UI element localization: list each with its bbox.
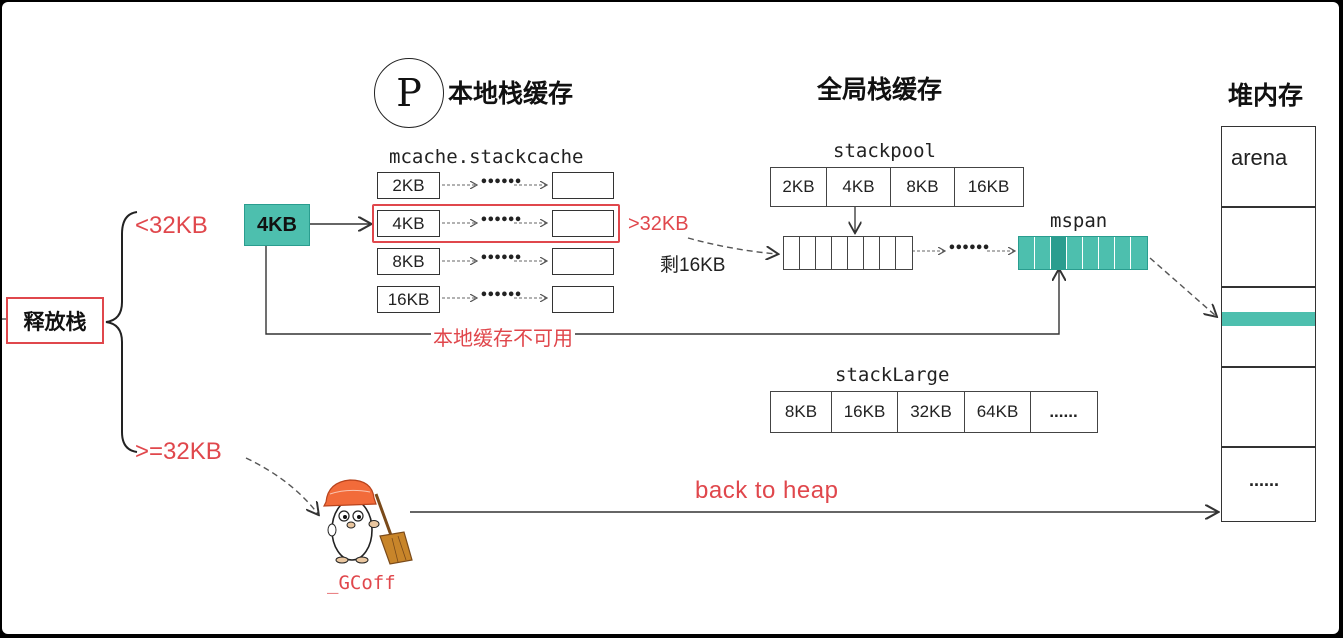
heap-mspan-slot bbox=[1222, 312, 1315, 326]
mcache-dots-1: •••••• bbox=[480, 175, 522, 190]
heap-divider bbox=[1221, 446, 1316, 448]
back-to-heap-label: back to heap bbox=[695, 477, 839, 504]
mspan-block bbox=[1018, 236, 1148, 270]
mcache-label: mcache.stackcache bbox=[389, 146, 584, 168]
stacklarge-row: 8KB 16KB 32KB 64KB ...... bbox=[770, 391, 1098, 433]
ge32-label: >=32KB bbox=[135, 438, 222, 465]
mspan-label: mspan bbox=[1050, 210, 1108, 232]
mcache-4kb-highlight bbox=[372, 204, 620, 243]
mcache-row-8kb: 8KB bbox=[377, 248, 440, 275]
p-circle-label: P bbox=[396, 71, 422, 115]
heap-divider bbox=[1221, 366, 1316, 368]
mcache-slot-4kb bbox=[552, 210, 614, 237]
remaining-label: 剩16KB bbox=[660, 255, 726, 276]
mcache-row-2kb: 2KB bbox=[377, 172, 440, 199]
stack-4kb-block: 4KB bbox=[244, 204, 310, 246]
gcoff-label: _GCoff bbox=[327, 572, 396, 594]
release-stack-box: 释放栈 bbox=[6, 297, 104, 344]
mcache-dots-2: •••••• bbox=[480, 213, 522, 228]
local-unavailable-label: 本地缓存不可用 bbox=[431, 322, 575, 351]
mcache-row-16kb: 16KB bbox=[377, 286, 440, 313]
release-stack-label: 释放栈 bbox=[23, 308, 87, 334]
stacklarge-cell: 32KB bbox=[898, 392, 965, 432]
stacklarge-cell: ...... bbox=[1049, 402, 1078, 421]
brace bbox=[105, 211, 138, 453]
mcache-slot-2kb bbox=[552, 172, 614, 199]
mcache-dots-3: •••••• bbox=[480, 251, 522, 266]
gopher-sweeper-image bbox=[323, 479, 413, 565]
stacklarge-cell: 64KB bbox=[965, 392, 1031, 432]
stackpool-label: stackpool bbox=[833, 140, 936, 162]
stacklarge-cell: 16KB bbox=[832, 392, 898, 432]
stacklarge-label: stackLarge bbox=[835, 364, 950, 386]
local-cache-title: 本地栈缓存 bbox=[448, 79, 574, 108]
mcache-dots-4: •••••• bbox=[480, 288, 522, 303]
lt32-label: <32KB bbox=[135, 212, 208, 239]
span-dots: •••••• bbox=[948, 241, 990, 256]
stacklarge-cell: 8KB bbox=[771, 392, 832, 432]
heap-title: 堆内存 bbox=[1228, 81, 1304, 110]
mcache-slot-16kb bbox=[552, 286, 614, 313]
arena-label: arena bbox=[1231, 145, 1288, 170]
stackpool-row: 2KB 4KB 8KB 16KB bbox=[770, 167, 1024, 207]
p-circle: P bbox=[374, 58, 444, 128]
stack-4kb-label: 4KB bbox=[256, 213, 297, 236]
stackpool-cell: 8KB bbox=[891, 168, 955, 206]
heap-dots: ...... bbox=[1249, 470, 1280, 490]
gt32-label: >32KB bbox=[628, 213, 689, 235]
stackpool-cell: 4KB bbox=[827, 168, 891, 206]
mcache-slot-8kb bbox=[552, 248, 614, 275]
stackpool-span bbox=[783, 236, 913, 270]
stackpool-cell: 16KB bbox=[967, 177, 1010, 196]
heap-divider bbox=[1221, 206, 1316, 208]
mcache-row-4kb: 4KB bbox=[377, 210, 440, 237]
stackpool-cell: 2KB bbox=[771, 168, 827, 206]
heap-divider bbox=[1221, 286, 1316, 288]
global-cache-title: 全局栈缓存 bbox=[817, 75, 943, 104]
